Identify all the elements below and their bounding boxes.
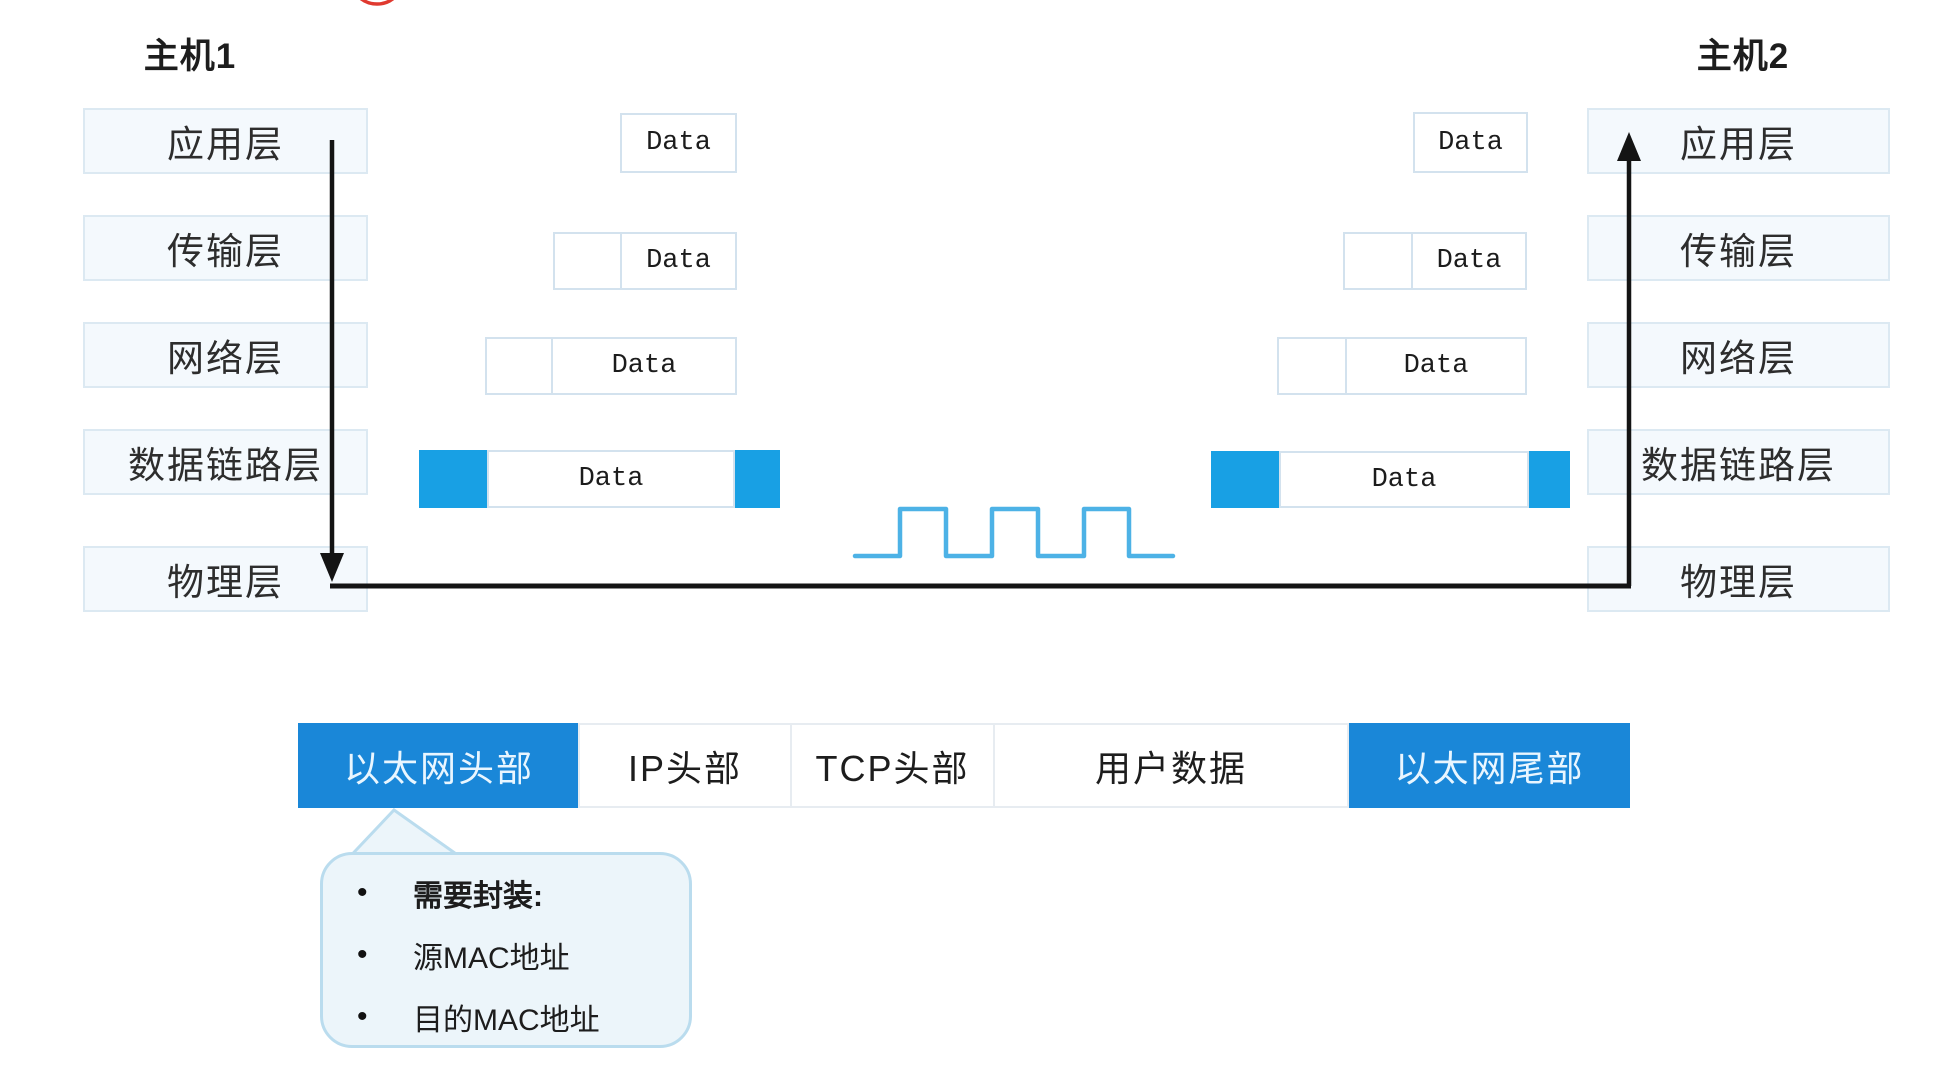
tcp-header-cell [553, 232, 622, 290]
frame-field-label: 以太网头部 [343, 747, 534, 789]
host1-layer-application: 应用层 [83, 108, 368, 174]
layer-label: 数据链路层 [128, 445, 323, 486]
layer-label: 传输层 [167, 231, 284, 272]
host2-pdu-datalink: Data [1211, 451, 1570, 508]
host1-layer-transport: 传输层 [83, 215, 368, 281]
layer-label: 网络层 [1680, 338, 1797, 379]
layer-label: 网络层 [167, 338, 284, 379]
host1-layer-physical: 物理层 [83, 546, 368, 612]
ethernet-frame-structure: 以太网头部 IP头部 TCP头部 用户数据 以太网尾部 [298, 723, 1630, 808]
ethernet-trailer-square [1529, 451, 1570, 508]
ethernet-header-square [419, 450, 487, 508]
ip-header-cell [1277, 337, 1347, 395]
frame-field-ethernet-header: 以太网头部 [298, 723, 580, 808]
host2-title: 主机2 [1696, 37, 1790, 76]
frame-field-label: TCP头部 [815, 747, 970, 789]
pdu-data-label: Data [1438, 127, 1503, 158]
host1-pdu-transport: Data [553, 232, 737, 290]
frame-field-ethernet-trailer: 以太网尾部 [1349, 723, 1630, 808]
host2-layer-physical: 物理层 [1587, 546, 1890, 612]
layer-label: 应用层 [167, 124, 284, 165]
host1-title: 主机1 [143, 37, 237, 76]
callout-text: 目的MAC地址 [413, 1004, 600, 1037]
frame-field-user-data: 用户数据 [993, 723, 1349, 808]
frame-field-label: 以太网尾部 [1394, 747, 1585, 789]
host2-pdu-application: Data [1413, 112, 1528, 173]
layer-label: 数据链路层 [1641, 445, 1836, 486]
ethernet-trailer-square [735, 450, 780, 508]
host2-layer-transport: 传输层 [1587, 215, 1890, 281]
frame-field-label: 用户数据 [1094, 747, 1247, 789]
host2-pdu-network: Data [1277, 337, 1527, 395]
layer-label: 物理层 [1680, 562, 1797, 603]
callout-item: • 源MAC地址 [357, 937, 689, 975]
frame-field-tcp-header: TCP头部 [790, 723, 995, 808]
callout-item: • 目的MAC地址 [357, 999, 689, 1037]
red-annotation-arc [359, 0, 395, 6]
layer-label: 物理层 [167, 562, 284, 603]
pdu-data-label: Data [578, 464, 644, 494]
host1-pdu-datalink: Data [419, 450, 780, 508]
host1-pdu-network: Data [485, 337, 737, 395]
bullet-icon: • [357, 876, 368, 909]
pdu-data-label: Data [646, 128, 711, 158]
layer-label: 应用层 [1680, 124, 1797, 165]
host2-layer-datalink: 数据链路层 [1587, 429, 1890, 495]
layer-label: 传输层 [1680, 231, 1797, 272]
encapsulation-callout-bubble: • 需要封装: • 源MAC地址 • 目的MAC地址 [320, 852, 692, 1048]
bullet-icon: • [357, 1000, 368, 1033]
tcp-header-cell [1343, 232, 1413, 290]
host1-layer-network: 网络层 [83, 322, 368, 388]
ethernet-header-square [1211, 451, 1279, 508]
pdu-data-label: Data [646, 246, 711, 276]
pdu-data-label: Data [611, 351, 677, 381]
pdu-data-label: Data [1403, 351, 1469, 381]
signal-square-wave [852, 506, 1176, 559]
host2-layer-network: 网络层 [1587, 322, 1890, 388]
bullet-icon: • [357, 938, 368, 971]
frame-field-label: IP头部 [627, 747, 742, 789]
host2-pdu-transport: Data [1343, 232, 1527, 290]
ip-header-cell [485, 337, 553, 395]
callout-item: • 需要封装: [357, 875, 689, 913]
pdu-data-label: Data [1371, 464, 1437, 495]
host2-layer-application: 应用层 [1587, 108, 1890, 174]
callout-text: 需要封装: [413, 880, 543, 913]
host1-layer-datalink: 数据链路层 [83, 429, 368, 495]
pdu-data-label: Data [1436, 246, 1502, 276]
host1-pdu-application: Data [620, 113, 737, 173]
callout-text: 源MAC地址 [413, 942, 570, 975]
frame-field-ip-header: IP头部 [578, 723, 792, 808]
